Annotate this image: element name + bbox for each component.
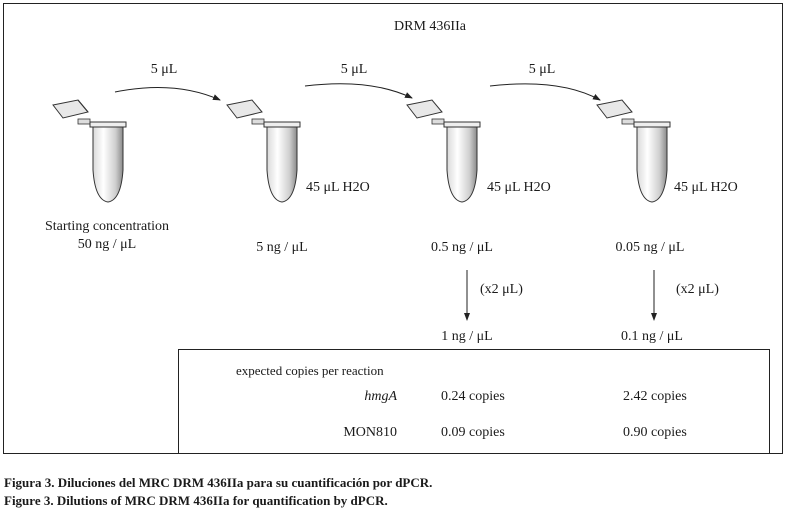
tube-3-concentration: 0.5 ng / μL: [431, 240, 493, 255]
tube-3: [406, 99, 481, 203]
result-1: 1 ng / μL: [441, 329, 493, 344]
tube-4-lid-icon: [596, 99, 635, 125]
tube-4: [596, 99, 671, 203]
table-header: expected copies per reaction: [236, 363, 384, 378]
tube-1: [52, 99, 127, 203]
step-label-1: (x2 μL): [480, 282, 523, 297]
table-cell-mon810-2: 0.90 copies: [623, 425, 687, 440]
transfer-arrow-1: [114, 87, 221, 101]
tube-2-lid-icon: [226, 99, 265, 125]
tube-2-concentration: 5 ng / μL: [256, 240, 308, 255]
tube-3-volume: 45 μL H2O: [487, 180, 551, 195]
table-row-label-hmga: hmgA: [364, 389, 397, 404]
table-cell-hmga-2: 2.42 copies: [623, 389, 687, 404]
result-2: 0.1 ng / μL: [621, 329, 683, 344]
tube-1-lid-icon: [52, 99, 91, 125]
table-row-label-mon810: MON810: [343, 425, 397, 440]
table-cell-hmga-1: 0.24 copies: [441, 389, 505, 404]
tube-2: [226, 99, 301, 203]
tube-4-volume: 45 μL H2O: [674, 180, 738, 195]
transfer-label-2: 5 μL: [340, 62, 368, 77]
expected-copies-table: expected copies per reaction hmgA 0.24 c…: [178, 349, 770, 454]
transfer-arrow-2: [304, 83, 413, 99]
step-label-2: (x2 μL): [676, 282, 719, 297]
transfer-arrow-3: [489, 83, 601, 101]
tube-2-volume: 45 μL H2O: [306, 180, 370, 195]
caption-english: Figure 3. Dilutions of MRC DRM 436IIa fo…: [4, 493, 388, 508]
diagram-title: DRM 436IIa: [394, 19, 466, 34]
tube-1-caption: Starting concentration: [44, 219, 170, 234]
tube-1-concentration: 50 ng / μL: [77, 237, 137, 252]
table-cell-mon810-1: 0.09 copies: [441, 425, 505, 440]
tube-4-concentration: 0.05 ng / μL: [615, 240, 685, 255]
caption-spanish: Figura 3. Diluciones del MRC DRM 436IIa …: [4, 475, 433, 490]
transfer-label-1: 5 μL: [150, 62, 178, 77]
transfer-label-3: 5 μL: [528, 62, 556, 77]
tube-3-lid-icon: [406, 99, 445, 125]
